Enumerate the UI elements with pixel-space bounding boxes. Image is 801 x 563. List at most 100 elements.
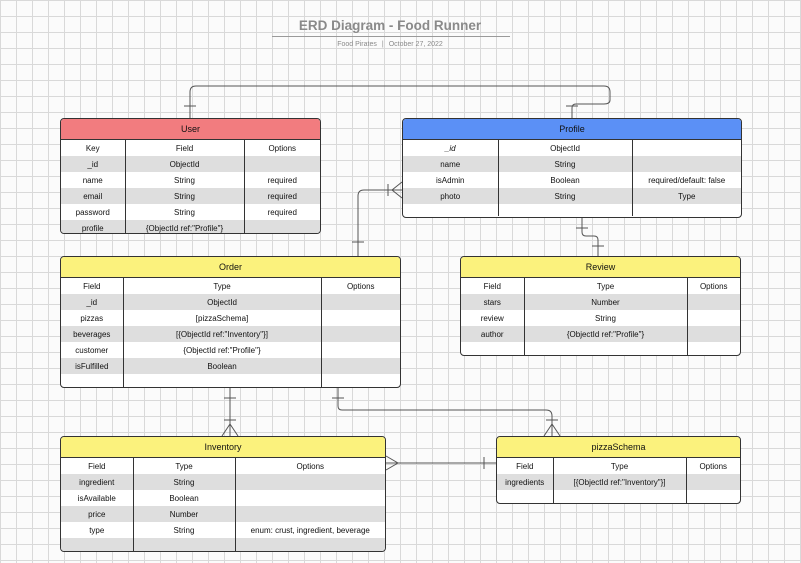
field-key — [61, 374, 124, 387]
table-header-row: Field Type Options — [61, 458, 385, 474]
field-key: email — [61, 188, 126, 204]
column-header: Key — [61, 140, 126, 156]
table-row — [461, 342, 740, 355]
field-options — [235, 538, 385, 551]
field-type: ObjectId — [123, 294, 322, 310]
diagram-title: ERD Diagram - Food Runner — [298, 18, 482, 33]
field-key: _id — [61, 294, 124, 310]
field-options — [235, 506, 385, 522]
field-options: required — [267, 175, 297, 185]
field-type — [524, 342, 688, 355]
inventory-entity-title: Inventory — [61, 437, 385, 458]
field-key: isAdmin — [403, 172, 499, 188]
column-header: Field — [61, 458, 134, 474]
field-key — [61, 538, 134, 551]
column-header: Field — [61, 278, 124, 294]
order-pizzaschema-relationship — [337, 388, 553, 436]
diagram-subtitle: Food Pirates | October 27, 2022 — [240, 41, 540, 48]
field-key: password — [61, 204, 126, 220]
field-options: Type — [632, 188, 741, 204]
table-row — [61, 374, 400, 387]
field-type — [123, 374, 322, 387]
field-key: customer — [61, 342, 124, 358]
user-entity-title: User — [61, 119, 320, 140]
field-key: ingredient — [61, 474, 134, 490]
field-options: required — [267, 207, 297, 217]
field-type: Number — [133, 506, 236, 522]
field-options — [321, 294, 400, 310]
subtitle-separator: | — [381, 41, 384, 48]
column-header: Field — [497, 458, 554, 474]
field-options — [632, 140, 741, 156]
field-options — [687, 310, 740, 326]
field-key — [497, 490, 554, 503]
profile-review-relationship — [581, 218, 599, 256]
field-options: required/default: false — [648, 175, 726, 185]
field-options — [687, 326, 740, 342]
table-header-row: Field Type Options — [461, 278, 740, 294]
field-key — [461, 342, 525, 355]
field-key: pizzas — [61, 310, 124, 326]
field-options — [244, 156, 320, 172]
column-header: Options — [699, 281, 728, 291]
field-options — [686, 490, 740, 503]
field-type: Number — [524, 294, 688, 310]
author-label: Food Pirates — [337, 41, 377, 48]
field-type: {ObjectId ref:"Profile"} — [524, 326, 688, 342]
field-type: String — [125, 172, 245, 188]
pizzaschema-entity[interactable]: pizzaSchema Field Type Options ingredien… — [496, 436, 741, 504]
table-row: author{ObjectId ref:"Profile"} — [461, 326, 740, 342]
column-header: Type — [524, 278, 688, 294]
table-row — [403, 204, 741, 216]
field-options — [235, 490, 385, 506]
column-header: Type — [123, 278, 322, 294]
field-options: required — [244, 188, 320, 204]
field-key: _id — [61, 156, 126, 172]
field-key: photo — [403, 188, 499, 204]
field-type: {ObjectId ref:"Profile"} — [123, 342, 322, 358]
column-header: Options — [296, 461, 325, 471]
field-type: {ObjectId ref:"Profile"} — [125, 220, 245, 233]
field-key: review — [461, 310, 525, 326]
field-type: Boolean — [123, 358, 322, 374]
field-type: [{ObjectId ref:"Inventory"}] — [123, 326, 322, 342]
column-header: Options — [268, 143, 297, 153]
column-header: Type — [553, 458, 687, 474]
field-key: name — [403, 156, 499, 172]
field-options — [321, 374, 400, 387]
table-header-row: Field Type Options — [497, 458, 740, 474]
empty-cell — [632, 204, 741, 216]
inventory-crowsfoot — [221, 423, 239, 437]
date-label: October 27, 2022 — [388, 41, 443, 48]
table-row: pizzas[pizzaSchema] — [61, 310, 400, 326]
inventory-side-crowsfoot — [385, 455, 399, 471]
table-row — [61, 538, 385, 551]
column-header: Options — [699, 461, 728, 471]
field-key: profile — [61, 220, 126, 233]
field-key: isFulfilled — [61, 358, 124, 374]
field-type: Boolean — [133, 490, 236, 506]
field-key: stars — [461, 294, 525, 310]
field-type: ObjectId — [498, 140, 633, 156]
field-options — [632, 156, 741, 172]
title-divider — [272, 36, 510, 37]
